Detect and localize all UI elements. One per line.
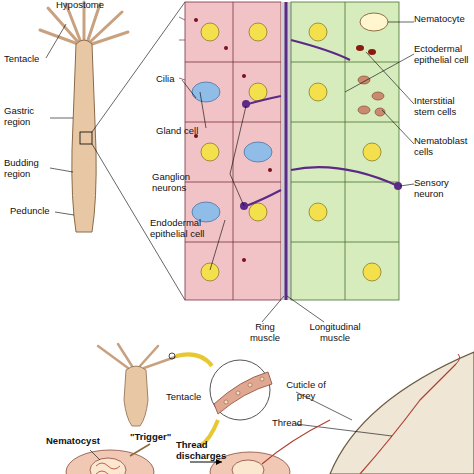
part-label: Gastric region [4, 106, 52, 127]
nematocyst-cell [66, 420, 330, 474]
part-label: Cuticle of prey [276, 380, 336, 401]
part-label: Sensory neuron [414, 178, 474, 199]
part-label: Nematocyte [414, 14, 474, 25]
small-hydra [98, 344, 272, 446]
part-label: "Trigger" [130, 432, 180, 443]
part-label: Cilia [156, 74, 196, 85]
part-label: Hypostome [56, 0, 136, 11]
part-label: Ectodermal epithelial cell [414, 44, 474, 65]
part-label: Endodermal epithelial cell [150, 218, 228, 239]
part-label: Nematoblast cells [414, 136, 474, 157]
prey-cuticle [296, 352, 474, 474]
part-label: Tentacle [4, 54, 64, 65]
part-label: Ring muscle [240, 322, 290, 343]
part-label: Tentacle [166, 392, 216, 403]
part-label: Ganglion neurons [152, 172, 222, 193]
part-label: Interstitial stem cells [414, 96, 474, 117]
part-label: Budding region [4, 158, 52, 179]
part-label: Peduncle [10, 206, 70, 217]
part-label: Longitudinal muscle [300, 322, 370, 343]
part-label: Thread discharges [176, 440, 256, 461]
part-label: Thread [272, 418, 312, 429]
part-label: Gland cell [156, 126, 206, 137]
part-label: Nematocyst [46, 436, 106, 447]
hydra-body [40, 2, 185, 300]
body-wall-section [179, 2, 414, 322]
